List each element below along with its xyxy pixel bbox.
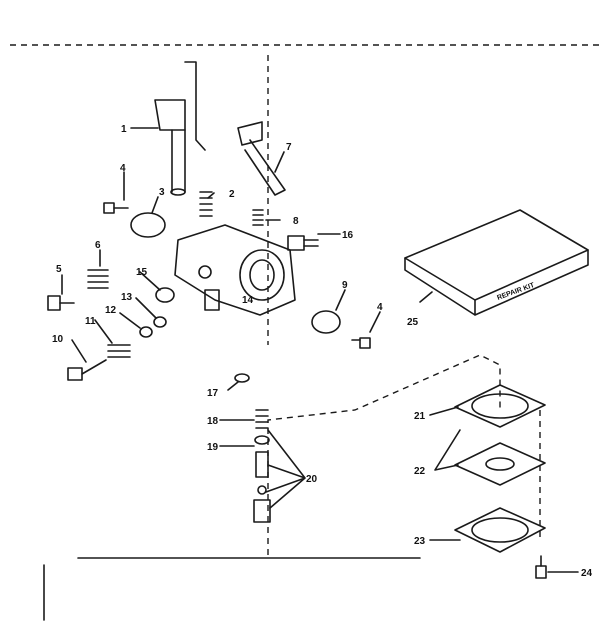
callout-15: 15: [136, 267, 148, 278]
callout-7: 7: [286, 142, 292, 153]
part-14-carburetor-body: [174, 224, 296, 316]
part-7-choke-lever: [237, 121, 286, 196]
callout-4a: 4: [120, 163, 126, 174]
callout-20: 20: [306, 474, 318, 485]
callout-14: 14: [242, 295, 254, 306]
part-5-screw: [47, 295, 75, 311]
part-2-spring: [199, 191, 213, 217]
callout-25: 25: [407, 317, 419, 328]
callout-5: 5: [56, 264, 62, 275]
callout-16: 16: [342, 230, 354, 241]
repair-kit-label: REPAIR KIT: [496, 282, 536, 302]
part-19-washer: [254, 435, 270, 445]
callout-24: 24: [581, 568, 593, 579]
part-11-spring: [107, 344, 131, 358]
part-1-throttle-shaft: [154, 61, 206, 196]
callout-12: 12: [105, 305, 117, 316]
callout-19: 19: [207, 442, 219, 453]
callout-22: 22: [414, 466, 426, 477]
part-15-welch-plug: [155, 287, 175, 303]
part-22-diaphragm-center: [485, 457, 515, 471]
part-13-o-ring: [153, 316, 167, 328]
part-4a-screw: [103, 202, 129, 214]
part-22-diaphragm: [454, 442, 546, 486]
callout-11: 11: [85, 316, 96, 327]
callout-13: 13: [121, 292, 133, 303]
part-3-throttle-plate: [130, 212, 166, 238]
callout-6: 6: [95, 240, 101, 251]
callout-2: 2: [229, 189, 235, 200]
part-25-repair-kit: REPAIR KIT: [404, 209, 589, 316]
part-21-gasket-hole: [471, 393, 529, 419]
part-23-cover-center: [471, 517, 529, 543]
callout-3: 3: [159, 187, 165, 198]
part-24-screw: [535, 555, 547, 579]
callout-21: 21: [414, 411, 426, 422]
callout-8: 8: [293, 216, 299, 227]
part-10-needle: [67, 359, 107, 381]
part-12-washer: [139, 326, 153, 338]
part-18-spring: [255, 409, 269, 429]
part-17-plug: [234, 373, 250, 383]
part-6-spring: [87, 269, 109, 289]
callout-1: 1: [121, 124, 127, 135]
callout-23: 23: [414, 536, 426, 547]
part-21-gasket: [454, 384, 546, 428]
callout-9: 9: [342, 280, 348, 291]
part-23-cover: [454, 507, 546, 553]
callout-4b: 4: [377, 302, 383, 313]
callout-17: 17: [207, 388, 219, 399]
part-16-fuel-fitting: [287, 235, 319, 251]
callout-10: 10: [52, 334, 64, 345]
part-4b-screw: [351, 337, 371, 349]
part-9-choke-plate: [311, 310, 341, 334]
callout-18: 18: [207, 416, 219, 427]
part-8-spring: [252, 209, 264, 226]
leader-lines: [61, 127, 579, 573]
